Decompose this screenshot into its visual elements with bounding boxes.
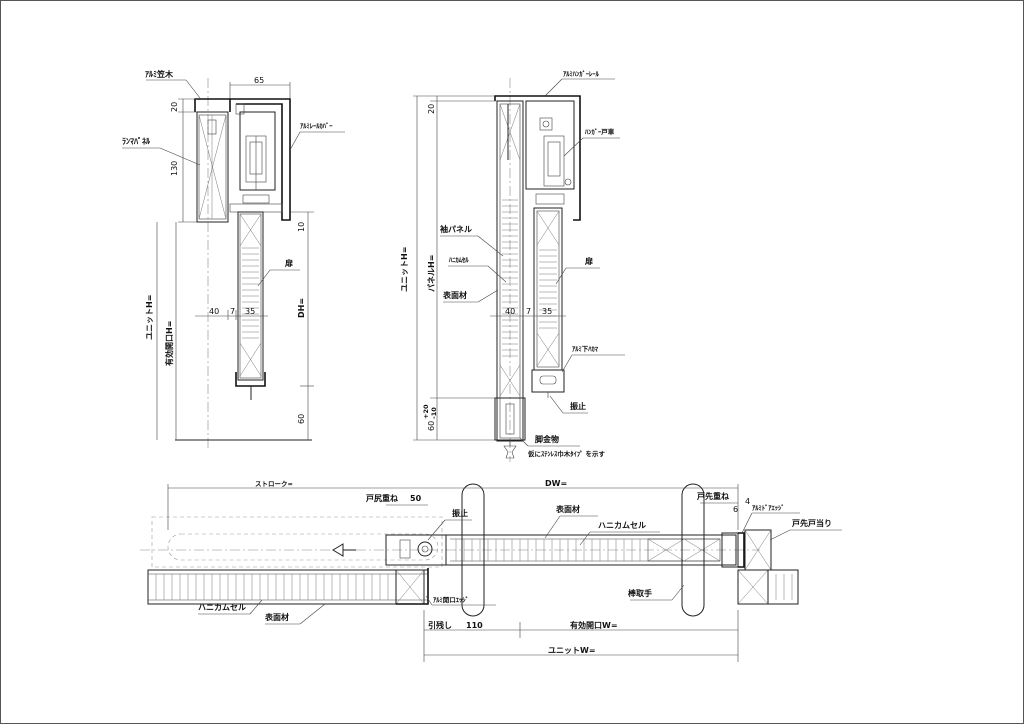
label-honeycomb-plan-2: ハニカムセル (198, 603, 246, 612)
label-honeycomb-vertical: ﾊﾆｶﾑｾﾙ (448, 256, 469, 264)
dim-35-left: 35 (245, 307, 255, 316)
door-edge-plan (721, 532, 739, 568)
dim-dh: DH= (297, 298, 306, 318)
dim-35-mid: 35 (542, 307, 552, 316)
label-surface-plan-top: 表面材 (555, 504, 580, 514)
label-opening-edge: ｱﾙﾐ開口ｴｯｼﾞ (433, 595, 469, 604)
hanger-rail-box (239, 111, 276, 191)
dim-60-mid: 60 (427, 421, 436, 431)
dim-unit-w: ユニットW= (548, 646, 596, 655)
dim-10: 10 (297, 222, 306, 232)
dim-110: 110 (466, 621, 483, 630)
label-bottom-hakama: ｱﾙﾐ下ﾊｶﾏ (572, 345, 599, 353)
dim-tojiri-kasane: 戸尻重ね (366, 493, 398, 503)
middle-section-view: 20 ユニットH= パネルH= 60 +20 -10 40 7 35 ｱﾙﾐﾊﾝ… (400, 69, 625, 462)
dim-hikinokoshi: 引残し (428, 620, 452, 630)
dim-panel-h: パネルH= (426, 255, 436, 292)
dim-6: 6 (733, 505, 738, 514)
label-furedome-plan: 振止 (452, 508, 468, 518)
label-door-edge: ｱﾙﾐﾄﾞｱｴｯｼﾞ (752, 503, 785, 512)
ranma-panel (196, 111, 229, 223)
label-rail-cover: ｱﾙﾐﾚｰﾙｶﾊﾞｰ (300, 121, 333, 130)
label-hanger-rail: ｱﾙﾐﾊﾝｶﾞｰﾚｰﾙ (563, 69, 600, 78)
open-door-ghost (151, 516, 443, 568)
label-honeycomb-plan: ハニカムセル (598, 521, 646, 530)
dim-7-left: 7 (230, 307, 235, 316)
dim-130: 130 (170, 161, 179, 176)
dim-effective-w: 有効開口W= (570, 620, 618, 630)
label-kasagi: ｱﾙﾐ笠木 (145, 69, 174, 79)
rail-cover-profile (230, 98, 291, 221)
label-door-left: 扉 (284, 258, 293, 268)
label-furedome-vertical: 振止 (570, 401, 586, 411)
label-surface-plan-2: 表面材 (264, 612, 289, 622)
dim-4: 4 (745, 497, 750, 506)
label-tosaki-atari: 戸先戸当り (792, 518, 832, 528)
label-surface-vertical: 表面材 (442, 290, 467, 300)
dim-40-mid: 40 (505, 307, 515, 316)
label-pull-handle: 棒取手 (628, 588, 652, 598)
pull-handle-left (461, 483, 485, 617)
label-hanger-wheel: ﾊﾝｶﾞｰ戸車 (584, 127, 615, 136)
hanger-wheel-mid (543, 135, 565, 187)
dim-tol-minus: -10 (430, 407, 438, 419)
plan-view: ストローク= DW= 戸尻重ね 50 戸先重ね 6 4 引残し 110 有効開口… (140, 479, 842, 662)
label-door-mid: 扉 (584, 256, 593, 266)
left-section-view: 65 20 130 ユニットH= 有効開口H= 10 DH= 60 40 7 3… (122, 69, 345, 448)
dim-7-mid: 7 (526, 307, 531, 316)
dim-tosaki-kasane: 戸先重ね (697, 491, 729, 501)
kasagi-profile (194, 98, 231, 112)
dim-50: 50 (410, 494, 422, 503)
dim-60-left: 60 (297, 414, 306, 424)
dim-dw: DW= (545, 479, 567, 488)
label-foot-bracket: 脚金物 (535, 434, 559, 444)
label-ranma-panel: ﾗﾝﾏﾊﾟﾈﾙ (122, 136, 151, 146)
dim-tol-plus: +20 (422, 404, 430, 419)
dim-40-left: 40 (209, 307, 219, 316)
label-sode-panel: 袖パネル (439, 224, 472, 234)
dim-stroke: ストローク= (255, 479, 293, 488)
dim-unit-h-mid: ユニットH= (400, 247, 409, 292)
dim-65: 65 (254, 76, 264, 85)
label-foot-bracket-note: 仮にｽﾃﾝﾚｽ巾木ﾀｲﾌﾟ を示す (527, 449, 606, 458)
dim-20-mid: 20 (427, 104, 436, 114)
pull-handle-right (681, 483, 705, 617)
open-direction-arrow (332, 543, 344, 557)
dim-20-left: 20 (170, 102, 179, 112)
dim-unit-h-left: ユニットH= (145, 295, 154, 340)
door-leaf-left (237, 211, 264, 381)
hanger-rail-profile (494, 95, 581, 221)
dim-effective-h: 有効開口H= (164, 321, 174, 366)
